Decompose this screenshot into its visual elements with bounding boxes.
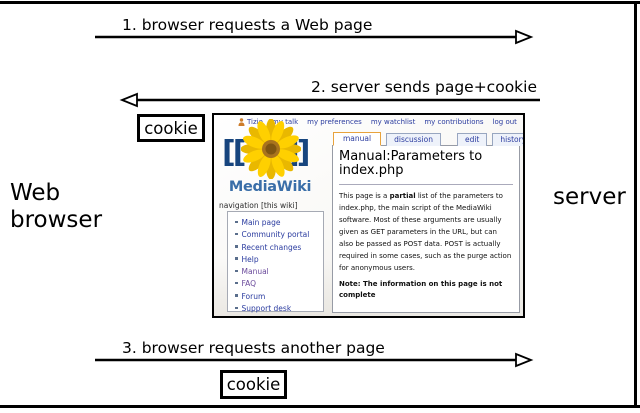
article-content: Manual:Parameters to index.php This page… [332, 145, 520, 313]
arrow-2-left-icon [119, 92, 540, 108]
bullet-icon [235, 306, 238, 310]
mediawiki-brand-text: MediaWiki [228, 179, 312, 195]
bullet-icon [235, 232, 238, 236]
bullet-icon [235, 257, 238, 260]
bullet-icon [235, 220, 238, 223]
web-browser-label: Web browser [10, 180, 103, 234]
arrow-2-label: 2. server sends page+cookie [311, 78, 537, 96]
bullet-icon [235, 245, 238, 248]
user-link[interactable]: Tizio [238, 118, 263, 126]
article-body: This page is a partial list of the param… [339, 191, 512, 272]
bullet-icon [235, 294, 238, 297]
sunflower-icon [241, 119, 301, 179]
bullet-icon [235, 269, 238, 273]
user-icon [238, 117, 245, 126]
tab-edit[interactable]: edit [456, 132, 488, 146]
navigation-header: navigation [this wiki] [219, 201, 298, 210]
frame-border-top [0, 1, 640, 4]
article-note: Note: The information on this page is no… [339, 279, 503, 299]
nav-item-main-page[interactable]: Main page [235, 217, 321, 229]
arrow-3-right-icon [95, 352, 534, 368]
nav-item-support-desk[interactable]: Support desk [235, 303, 321, 315]
user-name: Tizio [247, 117, 263, 126]
tab-discussion[interactable]: discussion [386, 132, 441, 146]
log-out-link[interactable]: log out [492, 117, 517, 126]
page-tabs: manual discussion edit history [333, 131, 523, 146]
cookie-box-bottom: cookie [220, 370, 287, 399]
mediawiki-screenshot: Tizio my talk my preferences my watchlis… [212, 113, 525, 318]
nav-item-faq[interactable]: FAQ [235, 278, 321, 290]
nav-item-recent-changes[interactable]: Recent changes [235, 242, 321, 254]
arrow-3-label: 3. browser requests another page [122, 339, 385, 357]
arrow-1-label: 1. browser requests a Web page [122, 16, 373, 34]
nav-item-manual[interactable]: Manual [235, 266, 321, 278]
personal-bar: Tizio my talk my preferences my watchlis… [238, 117, 517, 126]
cookie-box-top: cookie [137, 114, 205, 142]
bullet-icon [235, 281, 238, 285]
nav-item-community-portal[interactable]: Community portal [235, 229, 321, 241]
frame-border-bottom [0, 405, 640, 408]
nav-item-forum[interactable]: Forum [235, 291, 321, 303]
logo-left-bracket: [[ [222, 135, 246, 170]
server-label: server [553, 184, 626, 210]
my-contributions-link[interactable]: my contributions [424, 117, 484, 126]
tab-history[interactable]: history [492, 132, 523, 146]
navigation-list: Main page Community portal Recent change… [235, 217, 321, 315]
my-talk-link[interactable]: my talk [271, 117, 299, 126]
tab-manual[interactable]: manual [333, 131, 382, 146]
my-preferences-link[interactable]: my preferences [307, 117, 362, 126]
navigation-box: Main page Community portal Recent change… [227, 211, 324, 315]
arrow-1-right-icon [95, 29, 534, 45]
article-title: Manual:Parameters to index.php [339, 149, 513, 185]
mediawiki-logo[interactable]: [[ ]] [214, 119, 332, 199]
nav-item-help[interactable]: Help [235, 254, 321, 266]
my-watchlist-link[interactable]: my watchlist [370, 117, 416, 126]
frame-border-right [634, 1, 637, 408]
